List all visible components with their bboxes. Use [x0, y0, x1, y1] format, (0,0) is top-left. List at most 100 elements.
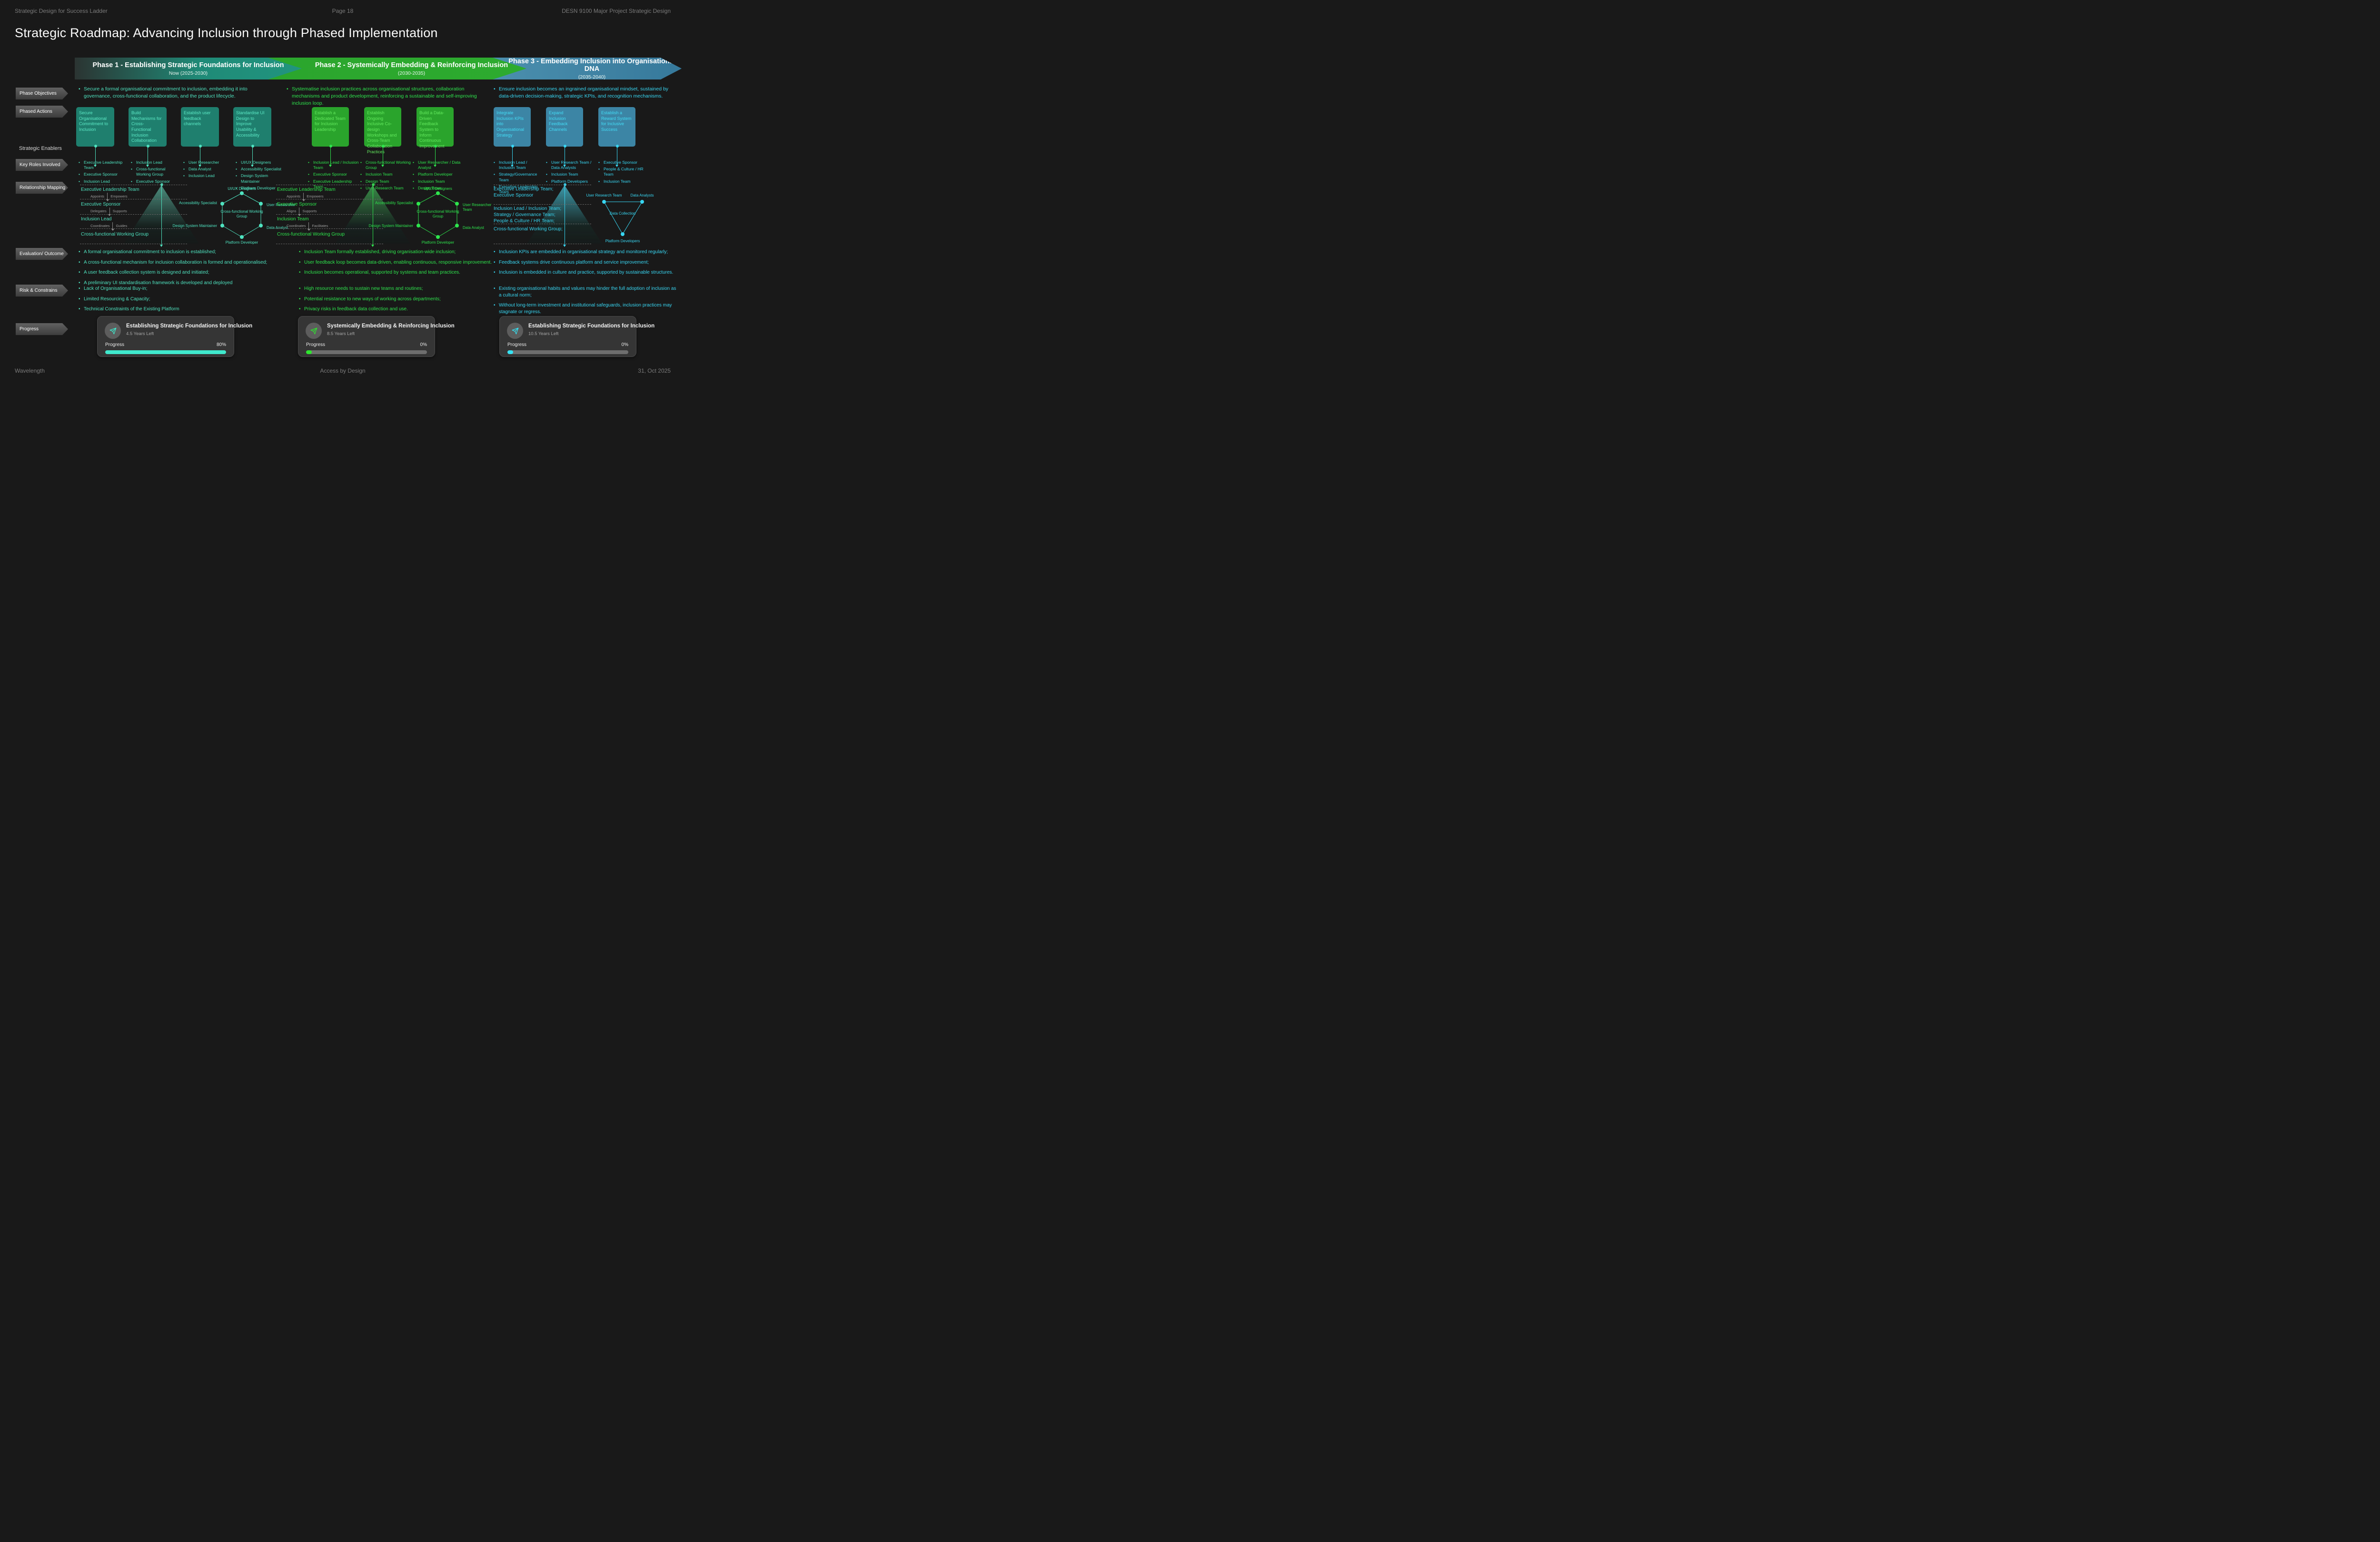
role-item: Design Team — [413, 186, 464, 191]
phase3-evaluation-list: Inclusion KPIs are embedded in organisat… — [494, 249, 677, 280]
row-label-phase-objectives: Phase Objectives — [16, 88, 68, 99]
action-card-title: Build a Data-Driven Feedback System to I… — [419, 110, 445, 149]
connector-label: Aligns — [287, 208, 297, 213]
hierarchy-level: Executive Leadership Team — [277, 187, 336, 192]
phase1-evaluation-list: A formal organisational commitment to in… — [79, 249, 288, 290]
action-card: Establish user feedback channels — [181, 107, 219, 147]
progress-card-title: Systemically Embedding & Reinforcing Inc… — [327, 323, 455, 329]
role-item: Data Analyst — [183, 167, 233, 172]
role-item: Executive Sponsor — [308, 172, 359, 177]
role-item: Platform Developers — [546, 179, 595, 184]
avatar — [306, 323, 322, 339]
network-node-label: UI/UX Designers — [424, 187, 452, 191]
risk-item: Privacy risks in feedback data collectio… — [299, 306, 504, 313]
evaluation-item: A preliminary UI standardisation framewo… — [79, 280, 288, 287]
row-label-phased-actions: Phased Actions — [16, 106, 68, 118]
progress-card-title: Establishing Strategic Foundations for I… — [528, 323, 655, 329]
phase2-evaluation-list: Inclusion Team formally established, dri… — [299, 249, 504, 280]
hexagon-network-diagram — [220, 191, 263, 239]
phase2-banner-subtitle: (2030-2035) — [397, 70, 426, 76]
role-item: Executive Leadership Team — [79, 160, 128, 170]
evaluation-item: A user feedback collection system is des… — [79, 269, 288, 276]
roles-list: Cross-functional Working Group Inclusion… — [360, 160, 412, 192]
action-card-title: Establish a Reward System for Inclusive … — [601, 110, 632, 132]
row-label-risk-constrains: Risk & Constrains — [16, 285, 68, 297]
role-item: Executive Leadership Team — [494, 184, 543, 195]
role-item: Accessibility Specialist — [236, 167, 288, 172]
phase3-objectives-list: Ensure inclusion becomes an ingrained or… — [494, 86, 679, 100]
hierarchy-group-line: Executive Sponsor — [494, 193, 534, 198]
network-node-label: Design System Maintainer — [368, 224, 413, 228]
network-node-label: Data Analyst — [267, 226, 288, 230]
send-icon — [512, 327, 518, 334]
action-card: Standardise UI Design to Improve Usabili… — [233, 107, 271, 147]
hierarchy-group-line: Cross-functional Working Group; — [494, 227, 563, 232]
progress-bar-fill — [306, 350, 312, 354]
action-card: Establish Ongoing Inclusive Co-design Wo… — [364, 107, 401, 154]
role-item: Executive Sponsor — [131, 179, 180, 184]
action-card-title: Integrate Inclusion KPIs into Organisati… — [496, 110, 525, 138]
hierarchy-level: Inclusion Lead — [81, 217, 112, 222]
role-item: Inclusion Team — [546, 172, 595, 177]
footer-date: 31, Oct 2025 — [638, 367, 671, 374]
hierarchy-level: Executive Sponsor — [277, 202, 317, 207]
action-card-title: Expand Inclusion Feedback Channels — [549, 110, 568, 132]
network-node-label: UI/UX Designers — [228, 187, 256, 191]
roles-list: Executive Leadership Team Executive Spon… — [79, 160, 128, 186]
action-card: Expand Inclusion Feedback Channels — [546, 107, 583, 147]
evaluation-item: A formal organisational commitment to in… — [79, 249, 288, 256]
connector-label: Empowers — [110, 194, 128, 198]
hierarchy-group-line: Inclusion Lead / Inclusion Team; — [494, 206, 562, 211]
role-item: User Researcher / Data Analyst — [413, 160, 464, 170]
send-icon — [109, 327, 116, 334]
slide-canvas: Strategic Design for Success Ladder Page… — [0, 0, 685, 386]
dashed-separator — [276, 214, 383, 215]
progress-card-remaining: 10.5 Years Left — [528, 331, 559, 336]
evaluation-item: Inclusion KPIs are embedded in organisat… — [494, 249, 677, 256]
network-node-label: User Researcher — [267, 203, 296, 207]
role-item: Design System Maintainer — [236, 173, 288, 184]
network-node-label: Design System Maintainer — [172, 224, 217, 228]
progress-card-phase3: Establishing Strategic Foundations for I… — [499, 316, 654, 357]
phase3-banner-subtitle: (2035-2040) — [578, 74, 606, 80]
send-icon — [310, 327, 317, 334]
network-node-label: Platform Developer — [225, 240, 258, 245]
risk-item: Without long-term investment and institu… — [494, 302, 677, 315]
roles-list: User Research Team / Data Analysts Inclu… — [546, 160, 595, 186]
roles-list: UI/UX Designers Accessibility Specialist… — [236, 160, 288, 192]
card-arrow-connector — [251, 145, 254, 167]
progress-bar-track — [105, 350, 226, 354]
hierarchy-group-line: Executive Leadership Team; — [494, 187, 554, 192]
evaluation-item: A cross-functional mechanism for inclusi… — [79, 259, 288, 266]
risk-item: Limited Resourcing & Capacity; — [79, 296, 288, 303]
risk-item: Technical Constraints of the Existing Pl… — [79, 306, 288, 313]
phase3-banner-title: Phase 3 - Embedding Inclusion into Organ… — [508, 57, 675, 73]
objective-item: Secure a formal organisational commitmen… — [79, 86, 276, 100]
connector-label: Supports — [302, 208, 317, 213]
network-node-label: Data Analysts — [630, 193, 654, 198]
progress-card-remaining: 8.5 Years Left — [327, 331, 355, 336]
role-item: Strategy/Governance Team — [494, 172, 543, 182]
evaluation-item: User feedback loop becomes data-driven, … — [299, 259, 504, 266]
roles-list: User Researcher / Data Analyst Platform … — [413, 160, 464, 192]
phase2-banner: Phase 2 - Systemically Embedding & Reinf… — [268, 58, 526, 79]
risk-item: Potential resistance to new ways of work… — [299, 296, 504, 303]
risk-item: Existing organisational habits and value… — [494, 286, 677, 298]
objective-item: Ensure inclusion becomes an ingrained or… — [494, 86, 679, 100]
evaluation-item: Inclusion becomes operational, supported… — [299, 269, 504, 276]
role-item: Inclusion Team — [413, 179, 464, 184]
hierarchy-level: Executive Sponsor — [81, 202, 121, 207]
role-item: Inclusion Lead — [183, 173, 233, 178]
network-node-label: Accessibility Specialist — [375, 201, 413, 205]
network-node-label: Platform Developers — [605, 239, 640, 243]
role-item: Inclusion Lead / Inclusion Team — [494, 160, 543, 170]
avatar — [105, 323, 121, 339]
action-card-title: Secure Organisational Commitment to Incl… — [79, 110, 109, 132]
risk-item: High resource needs to sustain new teams… — [299, 286, 504, 292]
triangle-network-diagram — [602, 200, 644, 236]
roles-list: Executive Sponsor People & Culture / HR … — [598, 160, 648, 186]
risk-item: Lack of Organisational Buy-in; — [79, 286, 288, 292]
